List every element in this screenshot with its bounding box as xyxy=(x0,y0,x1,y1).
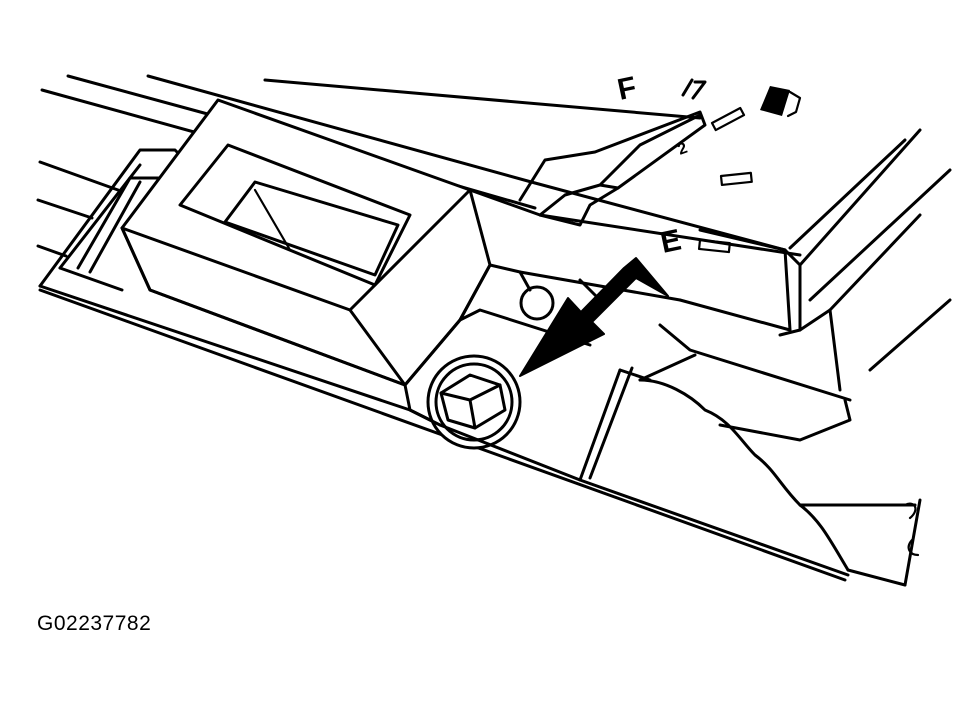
gauge-empty-label: E xyxy=(658,223,684,259)
fuel-gauge-panel: F E 2 xyxy=(518,71,952,442)
figure-id-label: G02237782 xyxy=(37,612,152,635)
gauge-full-label: F xyxy=(615,71,640,107)
gauge-marker-label: 2 xyxy=(676,140,690,159)
lower-housing xyxy=(408,366,922,587)
fuel-pump-icon xyxy=(760,86,802,118)
shift-lever-boot xyxy=(120,98,492,387)
arrow-pointer-icon xyxy=(519,257,669,377)
drain-plug-bolt xyxy=(426,354,522,450)
